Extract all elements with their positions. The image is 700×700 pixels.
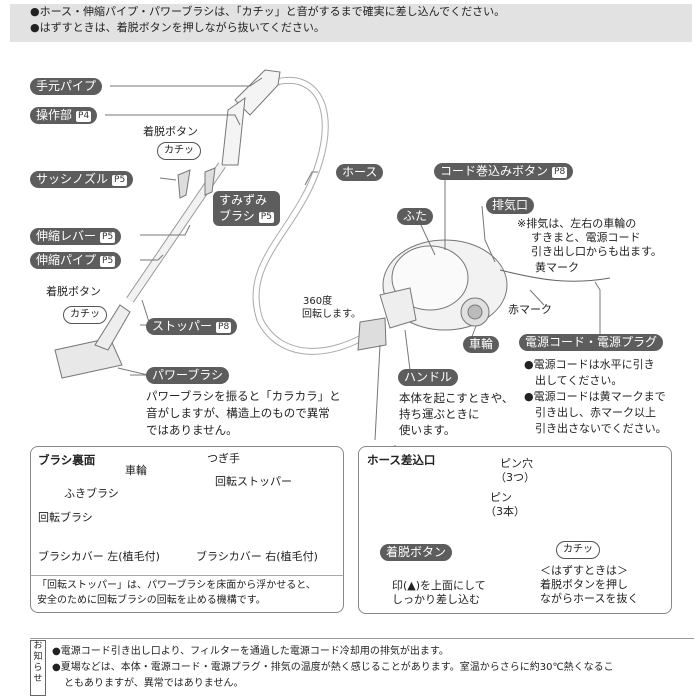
power-brush-note-1: パワーブラシを振ると「カラカラ」と [146,389,341,403]
handle-note-3: 使います。 [399,423,456,437]
rotate-text-2: 回転します。 [302,309,361,320]
page-ref: P5 [112,175,128,186]
page-ref: P5 [258,212,274,223]
handle-note-1: 本体を起こすときや、 [399,391,514,405]
haiki-note-2: すきまと、電源コード [531,231,641,244]
rotate-text-1: 360度 [303,296,333,307]
power-brush-note-2: 音がしますが、構造上のもので異常 [146,406,330,420]
hose-inlet-box [358,446,672,614]
oshirase-box: お知らせ [30,640,46,696]
top-note-band: ●ホース・伸縮パイプ・パワーブラシは、「カチッ」と音がするまで確実に差し込んでく… [10,4,692,42]
red-mark-label: 赤マーク [508,303,552,316]
cord-note-1: ●電源コードは水平に引き [524,358,655,371]
label-haikiguchi: 排気口 [486,197,535,214]
brush-tsugite: つぎ手 [207,452,240,465]
label-hose: ホース [336,164,384,181]
haiki-note-3: 引き出し口からも出ます。 [531,245,662,258]
top-note-2: ●はずすときは、着脱ボタンを押しながら抜いてください。 [30,21,325,34]
kaiten-stopper-note-box [30,575,344,613]
kachi-bubble-2: カチッ [63,306,107,324]
hose-hazusu-3: ながらホースを抜く [540,592,639,605]
hose-hazusu-1: ＜はずすときは＞ [540,564,628,577]
bottom-note-1: ●電源コード引き出し口より、フィルターを通過した電源コード冷却用の排気が出ます。 [52,646,449,657]
cord-note-2: 出してください。 [535,374,623,387]
cord-note-5: 引き出さないでください。 [535,422,667,435]
label-futa: ふた [397,208,434,225]
page-ref: P5 [100,232,116,243]
hose-hazusu-2: 着脱ボタンを押し [540,578,628,591]
brush-box-title: ブラシ裏面 [38,453,96,467]
yellow-mark-label: 黄マーク [535,261,579,274]
power-brush-note-3: ではありません。 [146,423,238,437]
page-ref: P4 [76,111,92,122]
cord-note-4: 引き出し、赤マーク以上 [535,406,656,419]
brush-kaiten-brush: 回転ブラシ [38,511,93,524]
label-cord-plug: 電源コード・電源プラグ [519,334,664,351]
chakudatsu-text-1: 着脱ボタン [143,125,198,138]
brush-fuki: ふきブラシ [64,487,119,500]
cord-note-3: ●電源コードは黄マークまで [524,390,666,403]
bottom-note-2: ●夏場などは、本体・電源コード・電源プラグ・排気の温度が熱く感じることがあります… [52,662,614,673]
hose-pinana-2: （3つ） [495,471,535,484]
chakudatsu-text-2: 着脱ボタン [46,285,101,298]
hose-shirushi-1: 印(▲)を上面にして [392,579,486,592]
bottom-divider [30,638,694,697]
top-note-1: ●ホース・伸縮パイプ・パワーブラシは、「カチッ」と音がするまで確実に差し込んでく… [30,5,506,18]
haiki-note-1: ※排気は、左右の車輪の [517,217,637,230]
label-handle: ハンドル [398,369,459,386]
kaiten-stopper-note-2: 安全のために回転ブラシの回転を止める機構です。 [37,595,266,606]
hose-pinana-1: ピン穴 [500,457,533,470]
hose-kachi-bubble: カチッ [556,541,600,559]
label-temoto-pipe: 手元パイプ [30,78,103,95]
brush-cover-left: ブラシカバー 左(植毛付) [38,550,160,563]
page-ref: P8 [552,167,568,178]
kaiten-stopper-note-1: 「回転ストッパー」は、パワーブラシを床面から浮かせると、 [37,580,316,591]
hose-pin-1: ピン [490,491,512,504]
hose-pin-2: （3本） [485,505,525,518]
kachi-bubble-1: カチッ [157,142,201,160]
brush-kaiten-stopper: 回転ストッパー [215,475,292,488]
bottom-note-3: ともありますが、異常ではありません。 [64,678,244,689]
brush-cover-right: ブラシカバー 右(植毛付) [196,550,318,563]
brush-sharin: 車輪 [125,464,147,477]
hose-shirushi-2: しっかり差し込む [392,593,480,606]
label-sharin: 車輪 [463,336,500,353]
hose-box-title: ホース差込口 [367,453,436,467]
handle-note-2: 持ち運ぶときに [399,407,480,421]
page-ref: P5 [100,256,116,267]
label-power-brush: パワーブラシ [146,367,230,384]
page-ref: P8 [216,322,232,333]
label-chakudatsu-button: 着脱ボタン [380,544,453,561]
